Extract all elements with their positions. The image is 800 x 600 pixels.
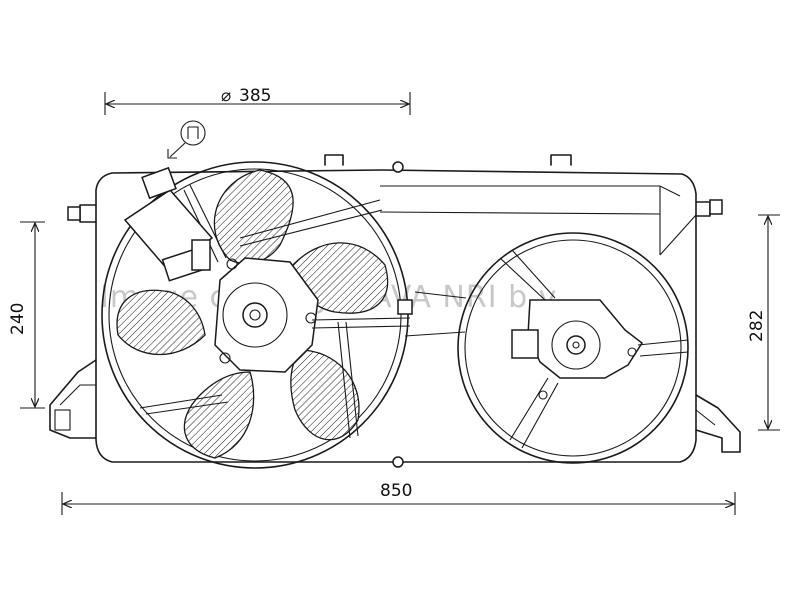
overall-width-value: 850 bbox=[380, 481, 412, 501]
left-fan bbox=[101, 120, 413, 469]
shroud-frame bbox=[49, 154, 741, 468]
dimension-overall-width: 850 bbox=[61, 481, 736, 515]
diameter-symbol: ⌀ bbox=[221, 86, 231, 106]
dimension-left-height: 240 bbox=[8, 221, 45, 409]
dimension-right-height: 282 bbox=[747, 214, 780, 431]
right-height-value: 282 bbox=[747, 310, 767, 342]
left-height-value: 240 bbox=[8, 303, 28, 335]
right-fan bbox=[457, 232, 689, 464]
dimension-fan-diameter: ⌀ 385 bbox=[104, 86, 411, 115]
fan-diameter-value: 385 bbox=[239, 86, 271, 106]
